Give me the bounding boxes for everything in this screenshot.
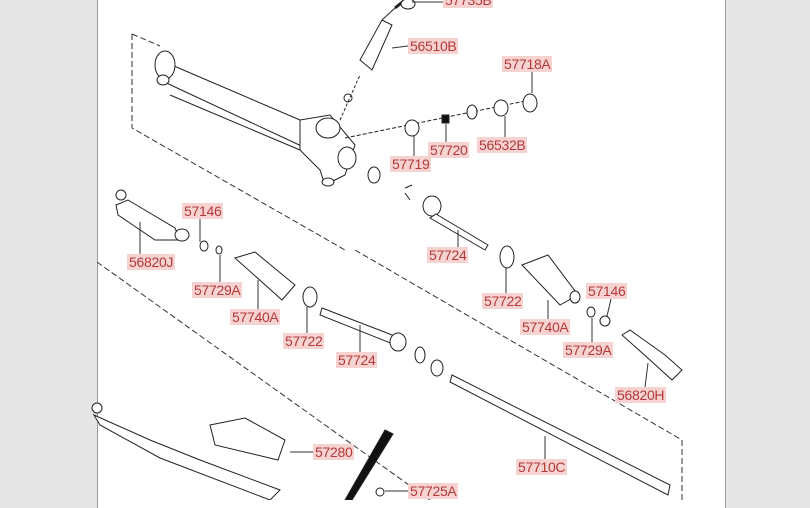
part-label-57740A-right[interactable]: 57740A xyxy=(520,319,571,335)
part-label-57735B[interactable]: 57735B xyxy=(443,0,494,8)
part-label-56820H[interactable]: 56820H xyxy=(615,387,667,403)
part-label-57719[interactable]: 57719 xyxy=(390,156,432,172)
leader-lines xyxy=(139,1,649,492)
part-label-56532B[interactable]: 56532B xyxy=(477,137,528,153)
bottom-assembly xyxy=(91,402,394,500)
part-label-57720[interactable]: 57720 xyxy=(428,142,470,158)
part-label-57725A[interactable]: 57725A xyxy=(408,483,459,499)
rack-bar xyxy=(449,374,671,496)
part-label-56510B[interactable]: 56510B xyxy=(408,38,459,54)
assembly-outline xyxy=(96,33,683,500)
part-label-57718A[interactable]: 57718A xyxy=(502,56,553,72)
part-label-57724-right[interactable]: 57724 xyxy=(427,247,469,263)
part-label-56820J[interactable]: 56820J xyxy=(127,254,176,270)
left-tie-rod-parts xyxy=(115,189,444,377)
part-label-57722-right[interactable]: 57722 xyxy=(482,293,524,309)
part-label-57280[interactable]: 57280 xyxy=(313,444,355,460)
part-label-57740A-left[interactable]: 57740A xyxy=(230,309,281,325)
pinion-shaft xyxy=(339,0,416,121)
part-label-57710C[interactable]: 57710C xyxy=(516,459,568,475)
part-label-57724-left[interactable]: 57724 xyxy=(336,352,378,368)
part-label-57722-left[interactable]: 57722 xyxy=(283,333,325,349)
part-label-57146-left[interactable]: 57146 xyxy=(182,203,224,219)
rack-housing xyxy=(154,50,357,187)
part-label-57729A-left[interactable]: 57729A xyxy=(192,282,243,298)
yoke-parts xyxy=(344,93,538,184)
part-label-57729A-right[interactable]: 57729A xyxy=(563,342,614,358)
part-label-57146-right[interactable]: 57146 xyxy=(586,283,628,299)
right-tie-rod-parts xyxy=(404,184,683,381)
